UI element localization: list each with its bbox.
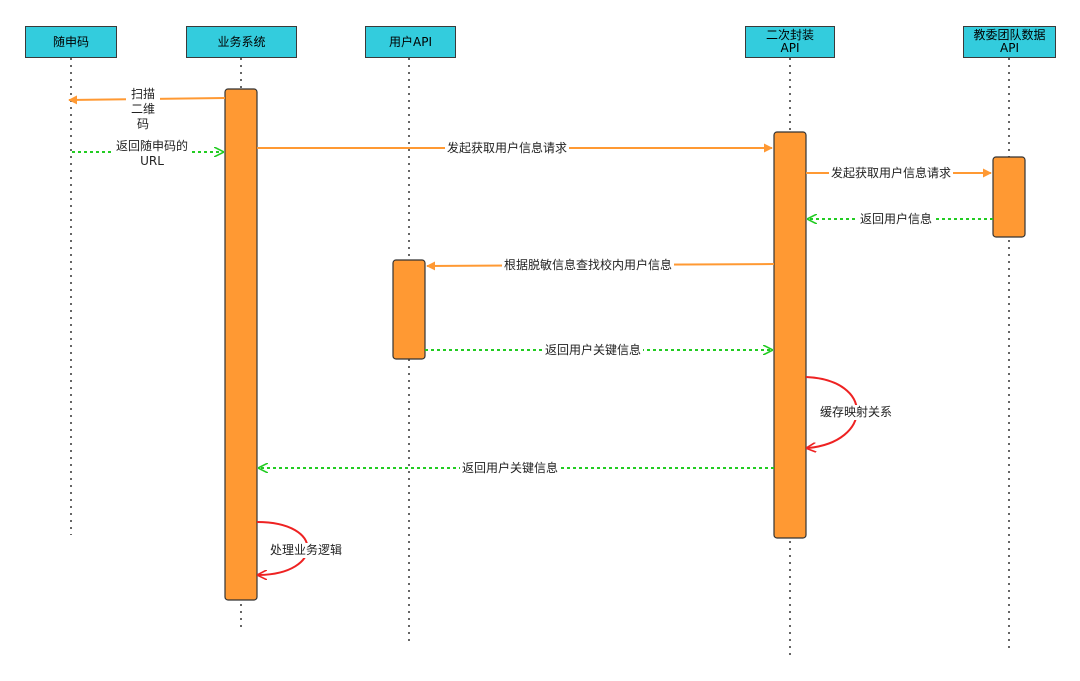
message-label-m3: 发起获取用户信息请求: [445, 141, 570, 156]
message-label-m7: 返回用户关键信息: [543, 343, 644, 358]
participant-p5: 教委团队数据API: [963, 26, 1056, 58]
participant-p1: 随申码: [25, 26, 117, 58]
activation-p3: [392, 259, 426, 360]
participant-label: 业务系统: [217, 34, 266, 49]
participant-label: 随申码: [52, 34, 89, 49]
activation-p5: [992, 156, 1026, 238]
message-label-m2: 返回随申码的URL: [112, 139, 192, 169]
message-label-m6: 根据脱敏信息查找校内用户信息: [502, 258, 675, 273]
participant-p4: 二次封装API: [745, 26, 835, 58]
activation-p2: [224, 88, 258, 601]
participant-label: 二次封装API: [765, 28, 814, 55]
message-label-m5: 返回用户信息: [858, 212, 935, 227]
activation-p4: [773, 131, 807, 539]
message-label-m4: 发起获取用户信息请求: [829, 166, 954, 181]
participant-label: 教委团队数据API: [973, 28, 1046, 55]
participant-p2: 业务系统: [186, 26, 297, 58]
participant-label: 用户API: [389, 34, 432, 49]
message-label-m10: 处理业务逻辑: [268, 543, 345, 558]
message-label-m8: 缓存映射关系: [818, 405, 895, 420]
participant-p3: 用户API: [365, 26, 456, 58]
message-label-m1: 扫描二维码: [126, 87, 160, 132]
message-label-m9: 返回用户关键信息: [460, 461, 561, 476]
